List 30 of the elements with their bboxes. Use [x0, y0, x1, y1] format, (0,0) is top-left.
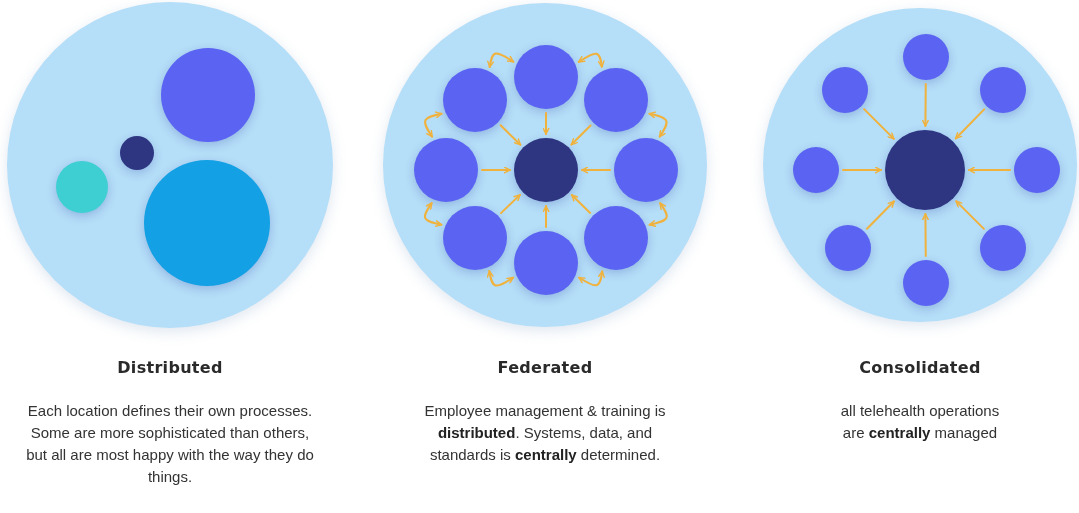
arrow — [921, 83, 929, 127]
arrow — [500, 193, 521, 215]
arrow — [968, 166, 1011, 174]
arrow — [570, 124, 592, 146]
arrow — [423, 202, 443, 228]
arrow — [648, 111, 668, 138]
arrow — [863, 108, 895, 140]
arrow — [542, 205, 550, 228]
heading: Consolidated — [858, 358, 982, 377]
arrow — [955, 200, 985, 230]
arrow — [542, 112, 550, 135]
arrow — [424, 111, 443, 138]
heading: Distributed — [116, 358, 224, 377]
arrow — [487, 52, 515, 69]
arrow — [577, 270, 605, 287]
description: Each location defines their own processes. Some are more sophisticated than others, but all are most happy with the way they do things. — [25, 401, 315, 487]
arrow — [570, 194, 592, 214]
arrow — [954, 108, 986, 140]
description: Employee management & training is distributed. Systems, data, and standards is centrally determined. — [423, 401, 667, 465]
arrow — [865, 200, 896, 230]
description: all telehealth operations are centrally managed — [839, 401, 1001, 443]
arrow — [481, 166, 511, 174]
arrow — [486, 270, 515, 287]
arrow — [921, 213, 929, 257]
arrow — [499, 124, 522, 146]
heading: Federated — [496, 358, 594, 377]
arrow — [581, 166, 611, 174]
arrow — [577, 52, 605, 68]
arrow — [648, 202, 668, 227]
arrow — [842, 166, 882, 174]
